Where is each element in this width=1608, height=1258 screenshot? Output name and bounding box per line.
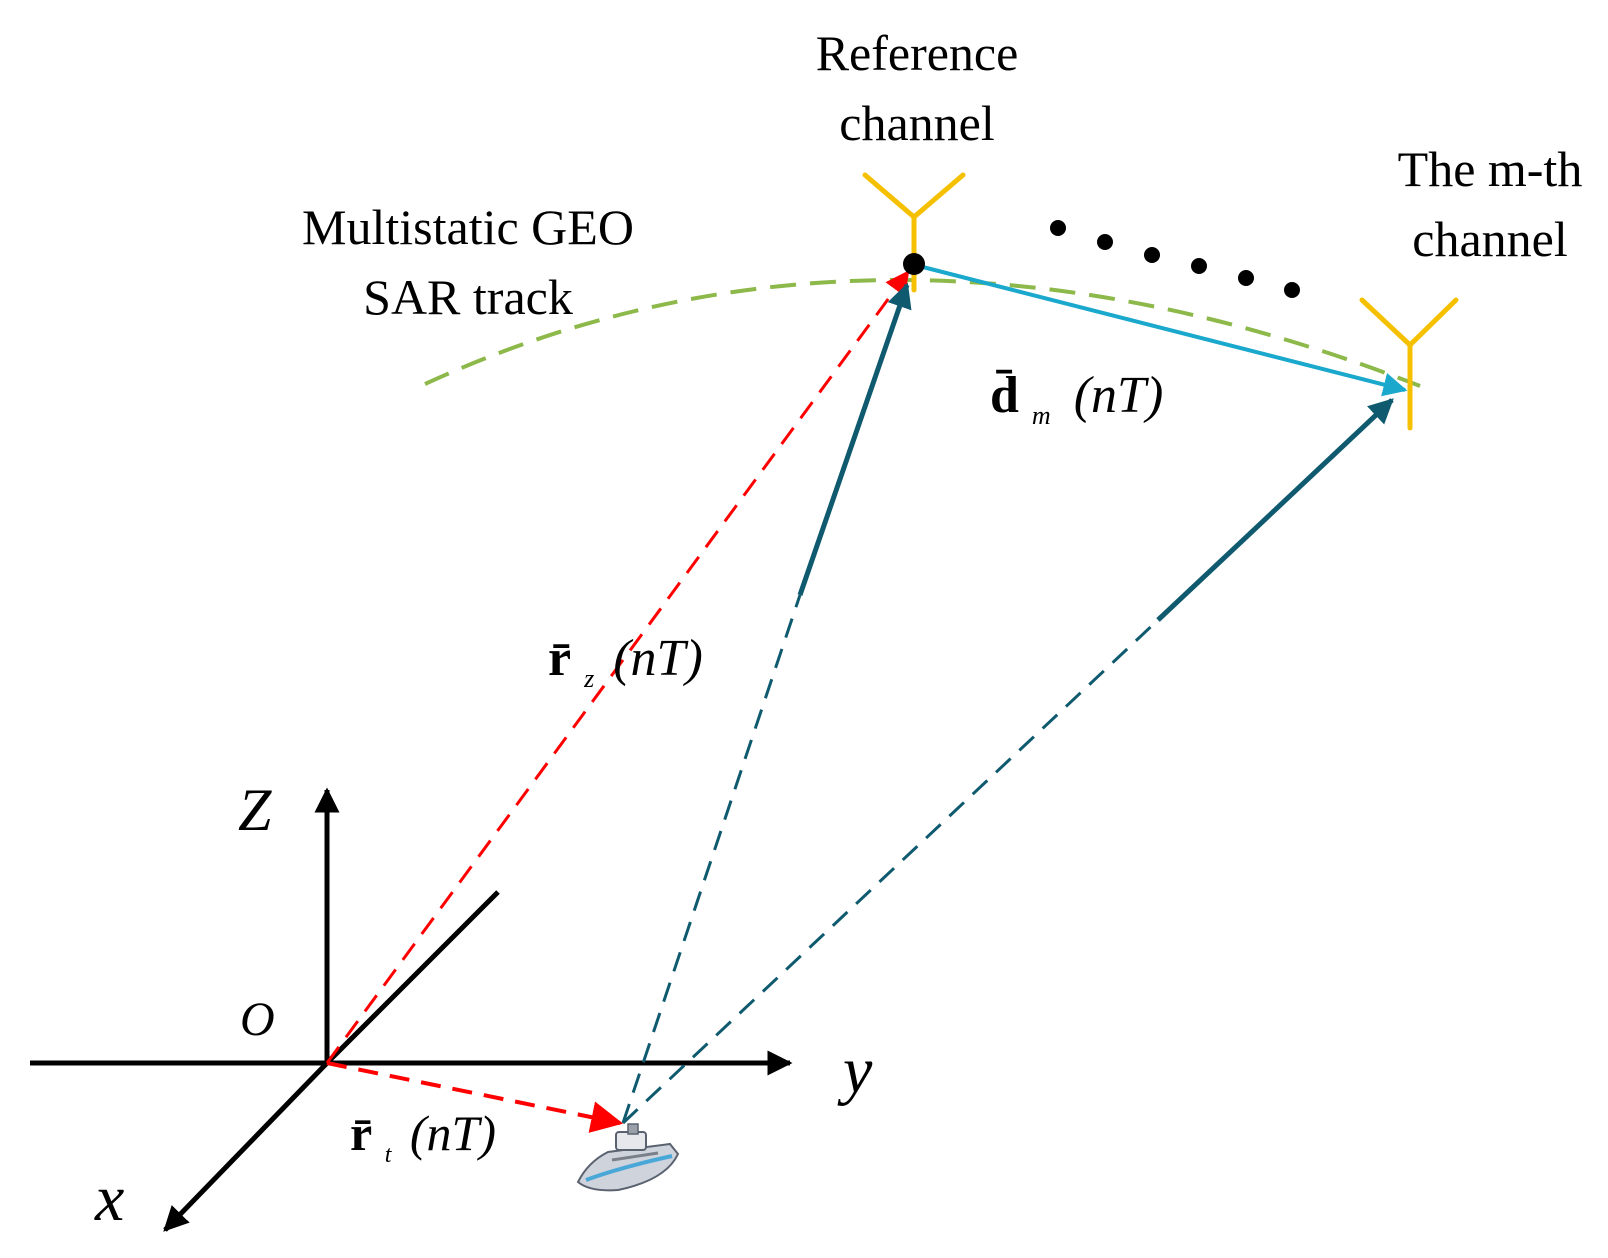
- reference-channel-point: [903, 253, 925, 275]
- sar-track-arc: [424, 278, 1421, 388]
- dm-symbol: d̄: [990, 367, 1019, 424]
- target-to-reference-dashed-line: [621, 594, 802, 1124]
- coordinate-axes: [30, 787, 793, 1232]
- rt-subscript: t: [385, 1142, 393, 1168]
- dm-equation: d̄ m (nT): [990, 367, 1163, 436]
- rz-argument: (nT): [613, 630, 703, 687]
- rt-argument: (nT): [410, 1105, 496, 1161]
- target-to-mth-solid-arrow: [1156, 398, 1394, 622]
- x-axis-label: x: [94, 1162, 124, 1235]
- ship-icon: [576, 1123, 680, 1192]
- rz-equation: r̄ z (nT): [548, 630, 703, 699]
- track-label-line1: Multistatic GEO: [302, 199, 634, 255]
- reference-channel-label-line1: Reference: [816, 25, 1019, 81]
- rt-vector-line: [326, 1061, 624, 1133]
- channel-ellipsis-dots: [1050, 220, 1300, 298]
- x-axis-diagonal-line: [163, 1061, 329, 1232]
- target-to-mth-dashed-line: [621, 618, 1160, 1125]
- dm-subscript: m: [1032, 401, 1051, 430]
- y-axis-label: y: [837, 1034, 873, 1107]
- z-axis-label: Z: [238, 777, 272, 843]
- target-to-reference-solid-arrow: [797, 282, 912, 596]
- rz-subscript: z: [583, 664, 594, 693]
- axis-back-diagonal-line: [325, 890, 500, 1065]
- rz-symbol: r̄: [548, 630, 571, 687]
- mth-antenna-icon: [1359, 297, 1459, 431]
- dm-argument: (nT): [1074, 367, 1164, 424]
- mth-channel-label-line1: The m-th: [1398, 141, 1583, 197]
- track-label-line2: SAR track: [363, 269, 573, 325]
- rz-vector-line: [325, 270, 910, 1064]
- baseline-vector-dm: [914, 263, 1408, 397]
- mth-channel-label-line2: channel: [1412, 211, 1567, 267]
- rt-symbol: r̄: [350, 1105, 372, 1161]
- reference-channel-label-line2: channel: [839, 95, 994, 151]
- origin-label: O: [240, 993, 275, 1046]
- rt-equation: r̄ t (nT): [350, 1105, 496, 1173]
